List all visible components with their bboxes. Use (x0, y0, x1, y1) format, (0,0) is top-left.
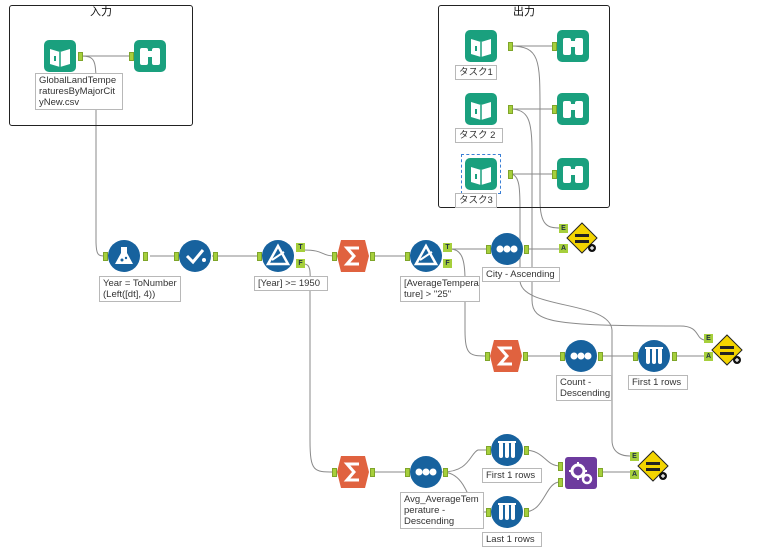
expected-anchor[interactable]: E (559, 224, 568, 233)
sort-icon (491, 233, 523, 265)
input-data-tool[interactable] (461, 154, 501, 194)
book-input-icon (44, 40, 76, 72)
input-container[interactable]: 入力 (9, 5, 193, 126)
sort-city-label: City - Ascending (482, 267, 560, 282)
sort-icon (410, 456, 442, 488)
sigma-icon (337, 456, 369, 488)
binoculars-icon (134, 40, 166, 72)
test-equal-icon (566, 222, 598, 254)
sample-tool[interactable] (638, 340, 670, 372)
actual-anchor[interactable]: A (559, 244, 568, 253)
expected-anchor[interactable]: E (630, 452, 639, 461)
true-anchor[interactable]: T (296, 243, 305, 252)
test-tool[interactable] (637, 450, 669, 482)
task2-label: タスク 2 (455, 128, 503, 143)
browse-tool[interactable] (557, 158, 589, 190)
sort-avg-label: Avg_AverageTem perature - Descending (400, 492, 484, 529)
container-title: 出力 (513, 6, 535, 18)
binoculars-icon (557, 93, 589, 125)
test-tool[interactable] (566, 222, 598, 254)
filter-icon (262, 240, 294, 272)
summarize-tool[interactable] (490, 340, 522, 372)
select-tool[interactable] (179, 240, 211, 272)
test-equal-icon (637, 450, 669, 482)
sort-icon (565, 340, 597, 372)
sort-count-label: Count - Descending (556, 375, 612, 401)
task3-label: タスク3 (455, 193, 497, 208)
input-data-tool[interactable] (465, 30, 497, 62)
book-input-icon (465, 158, 497, 190)
sigma-icon (490, 340, 522, 372)
sample-icon (491, 496, 523, 528)
sample-icon (638, 340, 670, 372)
formula-label: Year = ToNumber (Left([dt], 4)) (99, 276, 181, 302)
browse-tool[interactable] (557, 30, 589, 62)
sort-tool[interactable] (491, 233, 523, 265)
sigma-icon (337, 240, 369, 272)
book-input-icon (465, 30, 497, 62)
expected-anchor[interactable]: E (704, 334, 713, 343)
union-tool[interactable] (565, 457, 597, 489)
actual-anchor[interactable]: A (704, 352, 713, 361)
filter-icon (410, 240, 442, 272)
actual-anchor[interactable]: A (630, 470, 639, 479)
flask-icon (108, 240, 140, 272)
summarize-tool[interactable] (337, 240, 369, 272)
false-anchor[interactable]: F (296, 259, 305, 268)
gears-icon (565, 457, 597, 489)
filter2-label: [AverageTempera ture] > "25" (400, 276, 480, 302)
false-anchor[interactable]: F (443, 259, 452, 268)
task1-label: タスク1 (455, 65, 497, 80)
input-data-tool[interactable] (465, 93, 497, 125)
book-input-icon (465, 93, 497, 125)
formula-tool[interactable] (108, 240, 140, 272)
checkmark-icon (179, 240, 211, 272)
binoculars-icon (557, 30, 589, 62)
sort-tool[interactable] (410, 456, 442, 488)
filter1-label: [Year] >= 1950 (254, 276, 328, 291)
sample-tool[interactable] (491, 434, 523, 466)
binoculars-icon (557, 158, 589, 190)
true-anchor[interactable]: T (443, 243, 452, 252)
filter-tool[interactable] (262, 240, 294, 272)
test-tool[interactable] (711, 334, 743, 366)
container-title: 入力 (90, 6, 112, 18)
input-file-label: GlobalLandTempe raturesByMajorCit yNew.c… (35, 73, 123, 110)
filter-tool[interactable] (410, 240, 442, 272)
output-container[interactable]: 出力 (438, 5, 610, 208)
sample-last-label: Last 1 rows (482, 532, 542, 547)
sample-icon (491, 434, 523, 466)
test-equal-icon (711, 334, 743, 366)
browse-tool[interactable] (557, 93, 589, 125)
sort-tool[interactable] (565, 340, 597, 372)
sample-first-label: First 1 rows (482, 468, 542, 483)
summarize-tool[interactable] (337, 456, 369, 488)
input-data-tool[interactable] (44, 40, 76, 72)
sample-tool[interactable] (491, 496, 523, 528)
sample1-label: First 1 rows (628, 375, 688, 390)
browse-tool[interactable] (134, 40, 166, 72)
